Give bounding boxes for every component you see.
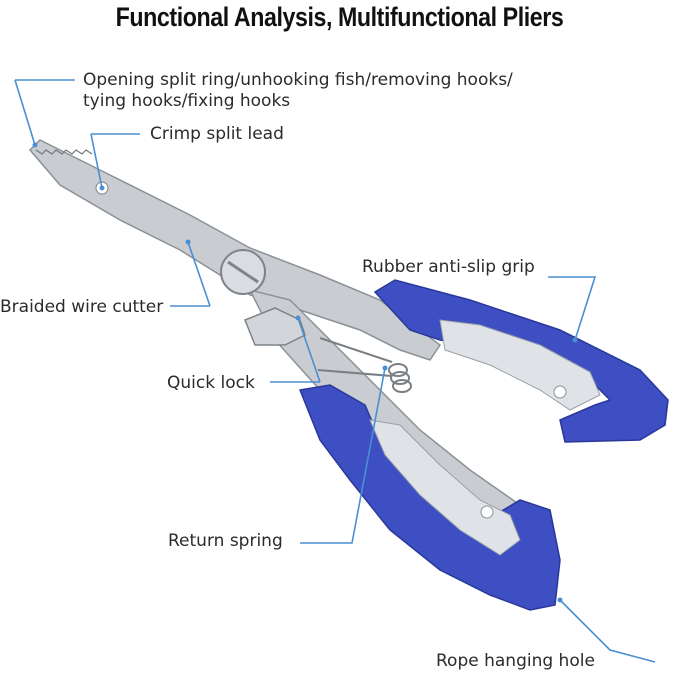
return-spring xyxy=(317,337,412,393)
label-braided-cutter: Braided wire cutter xyxy=(0,297,164,317)
lower-handle-hole xyxy=(480,505,494,519)
callout-rubber-line xyxy=(548,276,597,341)
upper-handle-hole xyxy=(553,385,567,399)
callout-quicklock-pointer xyxy=(297,317,321,383)
label-opening-line1: Opening split ring/unhooking fish/removi… xyxy=(83,70,513,90)
callout-lines xyxy=(14,79,656,663)
lower-handle-insert xyxy=(369,419,521,556)
label-quick-lock: Quick lock xyxy=(167,373,255,393)
label-rope-hole: Rope hanging hole xyxy=(436,651,595,671)
label-opening-line2: tying hooks/fixing hooks xyxy=(83,91,291,111)
page-title: Functional Analysis, Multifunctional Pli… xyxy=(115,2,564,32)
label-rubber-grip: Rubber anti-slip grip xyxy=(362,257,535,277)
label-crimp: Crimp split lead xyxy=(150,124,284,144)
callout-rope-line xyxy=(559,599,656,663)
jaw-serrations xyxy=(35,149,93,155)
callout-dots xyxy=(32,142,578,603)
callout-crimp-pointer xyxy=(90,133,103,189)
callout-braided-pointer xyxy=(187,241,211,307)
pivot-slot xyxy=(227,260,259,284)
callout-opening-pointer xyxy=(14,79,36,146)
upper-jaw xyxy=(28,139,442,361)
quick-lock-part xyxy=(244,307,306,346)
label-return-spring: Return spring xyxy=(168,531,283,551)
callout-spring-line xyxy=(300,367,386,544)
